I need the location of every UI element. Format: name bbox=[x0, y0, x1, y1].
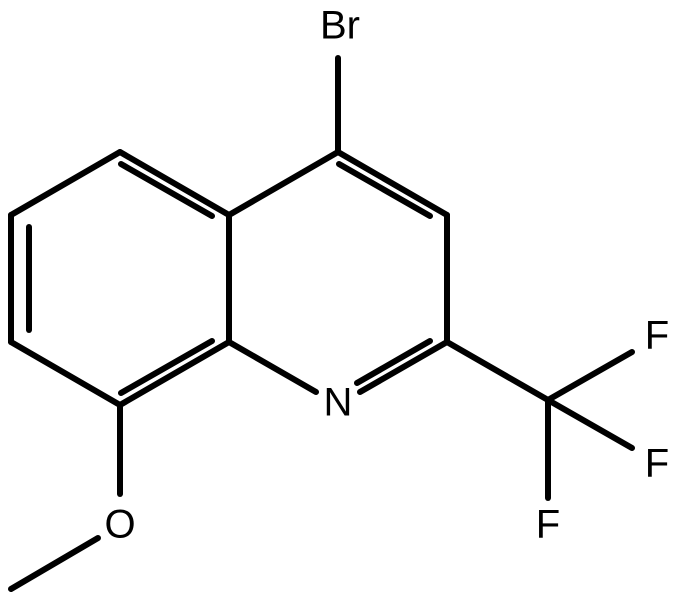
double-bond-c4a-c5 bbox=[118, 161, 215, 219]
bond-n1-c8a bbox=[226, 339, 319, 395]
substituent-bonds bbox=[8, 55, 635, 592]
fluorine-bottom-label: F bbox=[536, 503, 560, 547]
bond-c4-c3 bbox=[335, 149, 450, 218]
bond-c5-c6 bbox=[8, 149, 123, 218]
bond-c7-c8 bbox=[8, 339, 123, 408]
double-bond-c4-c3 bbox=[336, 161, 433, 219]
fluorine-top-label: F bbox=[645, 314, 669, 358]
fluorine-middle-label: F bbox=[645, 442, 669, 486]
bond-cf3-f-top bbox=[545, 349, 635, 403]
bond-c2-cf3 bbox=[444, 339, 551, 403]
bromine-label: Br bbox=[320, 4, 360, 48]
oxygen-label: O bbox=[104, 503, 135, 547]
bond-c2-n1 bbox=[357, 339, 450, 395]
bond-c4a-c4 bbox=[226, 149, 341, 218]
double-bond-c2-n1 bbox=[354, 338, 433, 386]
bond-o-ch3 bbox=[8, 535, 101, 592]
atom-labels: Br N O F F F bbox=[104, 4, 669, 547]
benzene-ring bbox=[8, 149, 232, 408]
bond-c4a-c5 bbox=[117, 149, 232, 218]
pyridine-ring bbox=[226, 149, 450, 395]
bond-cf3-f-middle bbox=[545, 397, 635, 451]
nitrogen-label: N bbox=[324, 381, 353, 425]
bond-c8-c8a bbox=[117, 339, 232, 408]
double-bond-c8-c8a bbox=[118, 338, 215, 396]
